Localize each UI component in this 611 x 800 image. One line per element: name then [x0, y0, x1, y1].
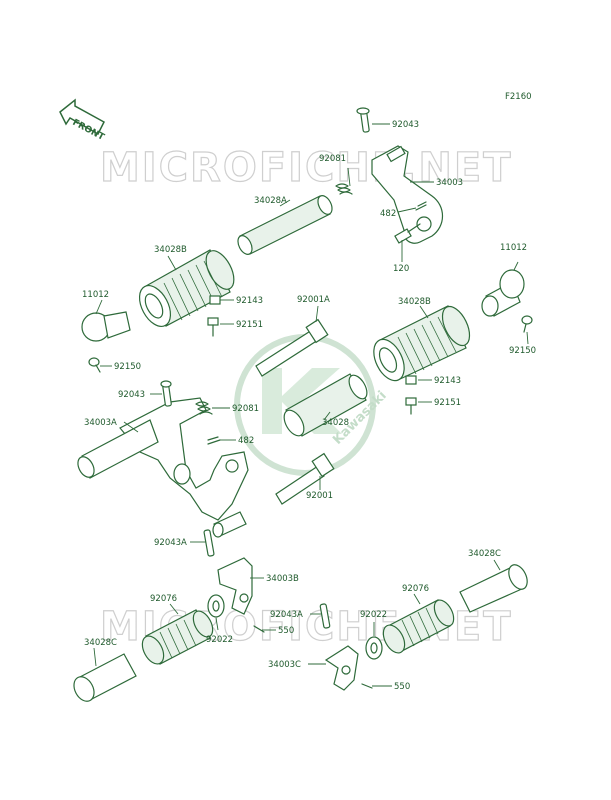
label-11012-left: 11012: [82, 290, 109, 300]
label-34028C-right: 34028C: [468, 549, 501, 559]
label-550-left: 550: [278, 626, 294, 636]
part-34028B-grip-right: [373, 305, 471, 382]
part-92150-screw-left: [88, 357, 101, 373]
label-550-right: 550: [394, 682, 410, 692]
figure-code: F2160: [505, 92, 532, 102]
label-11012-right: 11012: [500, 243, 527, 253]
label-92150-left: 92150: [114, 362, 141, 372]
part-92043-top-pin: [356, 107, 370, 133]
label-92001: 92001: [306, 491, 333, 501]
label-92043A-right: 92043A: [270, 610, 303, 620]
label-120: 120: [393, 264, 409, 274]
part-550-pin-right: [361, 683, 373, 689]
label-34003C: 34003C: [268, 660, 301, 670]
label-92151-left: 92151: [236, 320, 263, 330]
part-34028B-grip-left: [138, 249, 235, 327]
label-92143-right: 92143: [434, 376, 461, 386]
label-92081-top: 92081: [319, 154, 346, 164]
label-92001A: 92001A: [297, 295, 330, 305]
part-34003C-bracket: [324, 645, 359, 691]
part-92081-spring-mid: [195, 401, 213, 415]
part-92081-spring-top: [335, 183, 353, 195]
label-92076-left: 92076: [150, 594, 177, 604]
label-34003A: 34003A: [84, 418, 117, 428]
label-92150-right: 92150: [509, 346, 536, 356]
label-34028B-left: 34028B: [154, 245, 187, 255]
part-92001A-bolt: [255, 318, 329, 377]
label-34003B: 34003B: [266, 574, 299, 584]
part-92043A-pin-right: [319, 603, 331, 629]
label-92022-left: 92022: [206, 635, 233, 645]
label-482-top: 482: [380, 209, 396, 219]
part-34028C-tube-left: [73, 653, 137, 702]
part-92043-pin-mid: [160, 380, 172, 407]
label-482-mid: 482: [238, 436, 254, 446]
label-92022-right: 92022: [360, 610, 387, 620]
label-92043A-left: 92043A: [154, 538, 187, 548]
part-34003-bracket: [371, 145, 444, 244]
label-92081-mid: 92081: [232, 404, 259, 414]
label-92143-left: 92143: [236, 296, 263, 306]
part-34003B-bracket: [217, 557, 253, 615]
part-92022-washer-right: [365, 636, 383, 660]
watermark-top: MICROFICHE.NET: [100, 145, 513, 191]
part-482-cotter-mid: [207, 436, 221, 445]
front-arrow-icon: FRONT: [59, 98, 106, 143]
label-34028B-right: 34028B: [398, 297, 431, 307]
label-92043-mid: 92043: [118, 390, 145, 400]
part-92143-collar-right: [405, 375, 417, 385]
part-92001-bolt: [275, 452, 335, 505]
part-92151-bolt-left: [207, 317, 219, 337]
label-92151-right: 92151: [434, 398, 461, 408]
part-34028C-tube-right: [459, 564, 528, 613]
part-11012-housing-right: [481, 269, 525, 317]
part-34028-tube: [283, 373, 368, 437]
label-34003: 34003: [436, 178, 463, 188]
part-92076-grip-right: [382, 599, 455, 654]
part-120-bolt: [394, 223, 421, 244]
part-550-pin-left: [253, 625, 265, 633]
label-92076-right: 92076: [402, 584, 429, 594]
part-92151-bolt-right: [405, 397, 417, 415]
part-92043A-pin-left: [203, 529, 215, 557]
part-482-cotter-top: [415, 201, 427, 211]
part-11012-cap-left: [81, 311, 131, 342]
part-92143-collar-left: [209, 295, 221, 305]
part-labels: 92043 92081 34003 34028A 482 120 34028B …: [82, 120, 536, 692]
part-92076-grip-left: [141, 609, 214, 665]
label-34028A: 34028A: [254, 196, 287, 206]
leader-lines: [93, 123, 529, 687]
part-34028A-tube: [237, 195, 333, 255]
part-92022-washer-left: [207, 594, 225, 618]
label-92043-top: 92043: [392, 120, 419, 130]
part-34003A-bracket: [77, 397, 249, 538]
label-34028: 34028: [322, 418, 349, 428]
part-92150-screw-right: [521, 315, 533, 333]
label-34028C-left: 34028C: [84, 638, 117, 648]
